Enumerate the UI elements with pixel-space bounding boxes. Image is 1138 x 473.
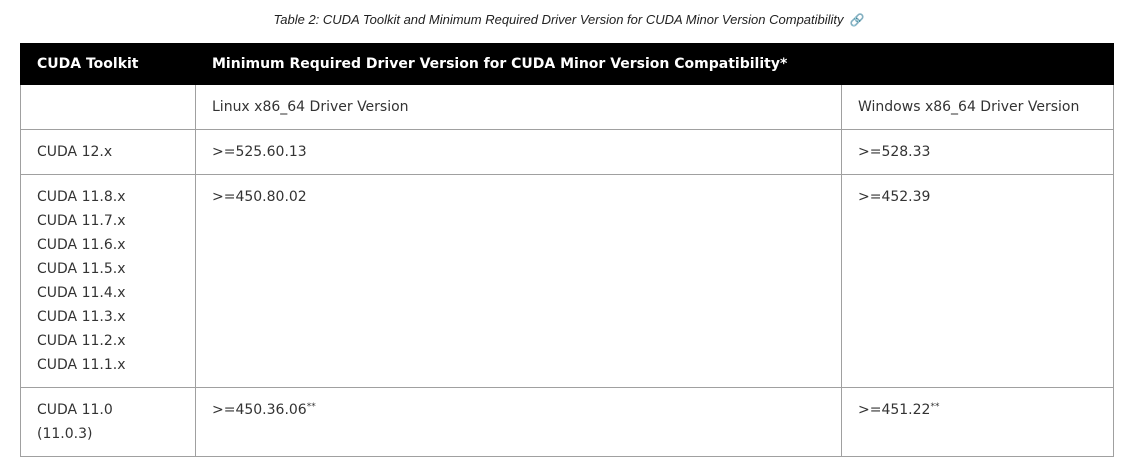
toolkit-version: CUDA 11.7.x <box>37 213 126 229</box>
windows-version: >=528.33 <box>858 144 931 160</box>
windows-cell: >=452.39 <box>841 174 1114 388</box>
windows-cell: >=451.22** <box>841 387 1114 457</box>
toolkit-version: CUDA 11.1.x <box>37 357 126 373</box>
header-toolkit: CUDA Toolkit <box>20 43 196 85</box>
table-header-row: CUDA Toolkit Minimum Required Driver Ver… <box>20 43 1114 85</box>
subheader-linux: Linux x86_64 Driver Version <box>195 84 842 130</box>
subheader-windows: Windows x86_64 Driver Version <box>841 84 1114 130</box>
footnote-marker: ** <box>930 402 940 412</box>
linux-cell: >=450.36.06** <box>195 387 842 457</box>
toolkit-version: CUDA 11.5.x <box>37 261 126 277</box>
compatibility-table: CUDA Toolkit Minimum Required Driver Ver… <box>20 43 1114 457</box>
header-min-driver: Minimum Required Driver Version for CUDA… <box>195 43 1114 85</box>
toolkit-version: CUDA 11.4.x <box>37 285 126 301</box>
table-caption: Table 2: CUDA Toolkit and Minimum Requir… <box>0 12 1138 27</box>
table-row: CUDA 12.x >=525.60.13 >=528.33 <box>20 129 1114 175</box>
subheader-empty <box>20 84 196 130</box>
toolkit-cell: CUDA 12.x <box>20 129 196 175</box>
linux-cell: >=450.80.02 <box>195 174 842 388</box>
table-row: CUDA 11.8.x CUDA 11.7.x CUDA 11.6.x CUDA… <box>20 174 1114 388</box>
toolkit-version: CUDA 12.x <box>37 144 113 160</box>
toolkit-cell: CUDA 11.8.x CUDA 11.7.x CUDA 11.6.x CUDA… <box>20 174 196 388</box>
caption-text: Table 2: CUDA Toolkit and Minimum Requir… <box>273 12 844 27</box>
toolkit-version: CUDA 11.6.x <box>37 237 126 253</box>
linux-version: >=450.36.06 <box>212 402 307 418</box>
toolkit-version: CUDA 11.0 <box>37 402 113 418</box>
linux-version: >=450.80.02 <box>212 189 307 205</box>
footnote-marker: ** <box>306 402 316 412</box>
linux-cell: >=525.60.13 <box>195 129 842 175</box>
windows-version: >=451.22 <box>858 402 931 418</box>
windows-cell: >=528.33 <box>841 129 1114 175</box>
table-row: CUDA 11.0 (11.0.3) >=450.36.06** >=451.2… <box>20 387 1114 457</box>
subheader-row: Linux x86_64 Driver Version Windows x86_… <box>20 84 1114 130</box>
linux-version: >=525.60.13 <box>212 144 307 160</box>
toolkit-version: CUDA 11.2.x <box>37 333 126 349</box>
windows-version: >=452.39 <box>858 189 931 205</box>
toolkit-version: CUDA 11.8.x <box>37 189 126 205</box>
toolkit-version: (11.0.3) <box>37 426 93 442</box>
toolkit-cell: CUDA 11.0 (11.0.3) <box>20 387 196 457</box>
toolkit-version: CUDA 11.3.x <box>37 309 126 325</box>
link-icon[interactable]: 🔗 <box>849 13 865 27</box>
